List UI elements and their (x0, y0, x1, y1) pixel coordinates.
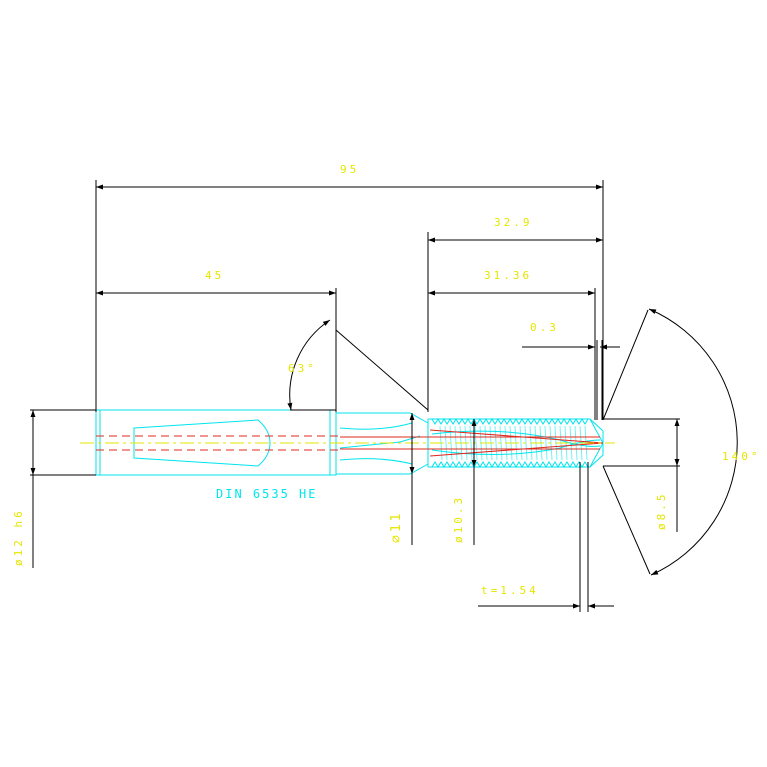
angle-63-label: 63° (288, 362, 317, 375)
dimension-lines (30, 180, 738, 612)
diameter-12-label: ø12 h6 (12, 508, 25, 566)
diameter-10-3-label: ø10.3 (452, 495, 465, 543)
diameter-11-label: ∅11 (389, 511, 404, 543)
dim-t-label: t=1.54 (481, 584, 539, 597)
clamping-flat (133, 419, 271, 467)
dim-45-label: 45 (205, 269, 224, 282)
thread-teeth-lower (431, 461, 589, 468)
angle-140-label: 140° (722, 450, 761, 463)
dim-32-9-label: 32.9 (494, 216, 533, 229)
dim-95-label: 95 (340, 163, 359, 176)
angle-arc-63 (287, 319, 331, 411)
diameter-8-5-label: ø8.5 (655, 492, 668, 531)
thread-teeth-upper (431, 418, 589, 425)
standard-caption: DIN 6535 HE (216, 487, 317, 501)
center-lines (80, 429, 615, 457)
dim-31-36-label: 31.36 (484, 269, 532, 282)
flute-hatch-line (519, 425, 523, 461)
dim-0-3-label: 0.3 (530, 321, 559, 334)
flute-hatch-line (544, 425, 548, 461)
flute-hatch-line (494, 425, 498, 461)
flute-hatch-line (569, 425, 573, 461)
angle-arc-140 (648, 308, 738, 576)
dimension-labels: 95 32.9 45 31.36 0.3 63° 140° t=1.54 ø12… (12, 163, 761, 597)
